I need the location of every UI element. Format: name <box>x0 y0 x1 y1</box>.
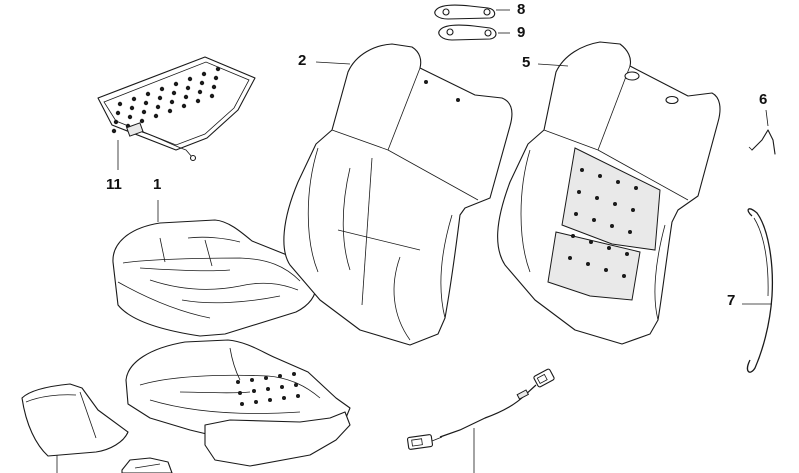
heating-mat-hole <box>185 85 191 91</box>
side-bolster-piece[interactable] <box>21 383 129 457</box>
cushion-hole <box>292 372 296 376</box>
callout-2: 2 <box>298 52 307 69</box>
heating-mat-hole <box>211 84 217 90</box>
heating-mat-hole <box>187 76 193 82</box>
cushion-hole <box>252 389 256 393</box>
backrest-pad-hole <box>592 218 596 222</box>
backrest-pad-hole <box>604 268 608 272</box>
heating-mat-hole <box>115 110 121 116</box>
heating-mat-hole <box>141 109 147 115</box>
backrest-pad-hole <box>577 190 581 194</box>
heating-mat-hole <box>139 118 145 124</box>
cushion-hole <box>238 391 242 395</box>
backrest-pad-hole <box>598 174 602 178</box>
heating-mat-hole <box>143 100 149 106</box>
backrest-pad-hole <box>613 202 617 206</box>
seat-frame-fragment <box>121 457 173 473</box>
heating-mat-hole <box>215 66 221 72</box>
backrest-pad-hole <box>628 230 632 234</box>
heating-mat-hole <box>153 113 159 119</box>
heating-mat-hole <box>201 71 207 77</box>
seat-cushion-foam[interactable] <box>125 339 351 467</box>
heating-mat-hole <box>173 81 179 87</box>
heating-mat-hole <box>129 105 135 111</box>
cushion-hole <box>280 385 284 389</box>
cushion-hole <box>294 383 298 387</box>
backrest-pad-hole <box>622 274 626 278</box>
callout-6: 6 <box>759 91 768 108</box>
backrest-pad-hole <box>625 252 629 256</box>
callout-9: 9 <box>517 24 526 41</box>
cushion-hole <box>250 378 254 382</box>
callout-11: 11 <box>106 176 122 193</box>
heating-mat-hole <box>199 80 205 86</box>
heating-mat-hole <box>183 94 189 100</box>
heating-mat-hole <box>167 108 173 114</box>
cushion-hole <box>282 396 286 400</box>
part-6-clip[interactable] <box>748 129 776 155</box>
backrest-pad-hole <box>574 212 578 216</box>
cushion-hole <box>236 380 240 384</box>
heating-mat-hole <box>157 95 163 101</box>
heating-mat-hole <box>171 90 177 96</box>
backrest-pad-hole <box>571 234 575 238</box>
heating-mat-hole <box>195 98 201 104</box>
backrest-pad-hole <box>580 168 584 172</box>
heating-mat-hole <box>159 86 165 92</box>
cushion-hole <box>278 374 282 378</box>
cushion-hole <box>254 400 258 404</box>
callout-7: 7 <box>727 292 736 309</box>
backrest-pad-hole <box>610 224 614 228</box>
cushion-hole <box>296 394 300 398</box>
cushion-hole <box>240 402 244 406</box>
cushion-hole <box>264 376 268 380</box>
backrest-pad-hole <box>595 196 599 200</box>
leader-lines <box>56 9 772 473</box>
heating-mat-hole <box>169 99 175 105</box>
part-1-seat-cover[interactable] <box>112 219 317 337</box>
part-5-backrest-frame[interactable] <box>497 41 721 345</box>
callout-1: 1 <box>153 176 162 193</box>
part-11-heating-mat[interactable] <box>97 56 256 162</box>
part-2-backrest-cover[interactable] <box>283 43 513 346</box>
backrest-pad-hole <box>631 208 635 212</box>
heating-mat-hole <box>131 96 137 102</box>
backrest-pad-hole <box>634 186 638 190</box>
heating-mat-hole <box>155 104 161 110</box>
backrest-pad-hole <box>607 246 611 250</box>
heating-mat-hole <box>117 101 123 107</box>
backrest-pad-hole <box>589 240 593 244</box>
heating-mat-hole <box>127 114 133 120</box>
heating-mat-hole <box>113 119 119 125</box>
backrest-pad-hole <box>586 262 590 266</box>
heating-mat-hole <box>213 75 219 81</box>
heating-mat-hole <box>145 91 151 97</box>
part-8-plate[interactable] <box>434 4 496 20</box>
callout-5: 5 <box>522 54 531 71</box>
backrest-pad-hole <box>568 256 572 260</box>
wiring-harness[interactable] <box>406 368 555 450</box>
heating-mat-hole <box>111 128 117 134</box>
part-9-plate[interactable] <box>438 24 497 41</box>
heating-mat-hole <box>197 89 203 95</box>
callout-8: 8 <box>517 1 526 18</box>
heating-mat-hole <box>209 93 215 99</box>
part-7-wire-hoop[interactable] <box>746 208 774 373</box>
backrest-pad-hole <box>616 180 620 184</box>
heating-mat-hole <box>181 103 187 109</box>
cushion-hole <box>268 398 272 402</box>
cushion-hole <box>266 387 270 391</box>
